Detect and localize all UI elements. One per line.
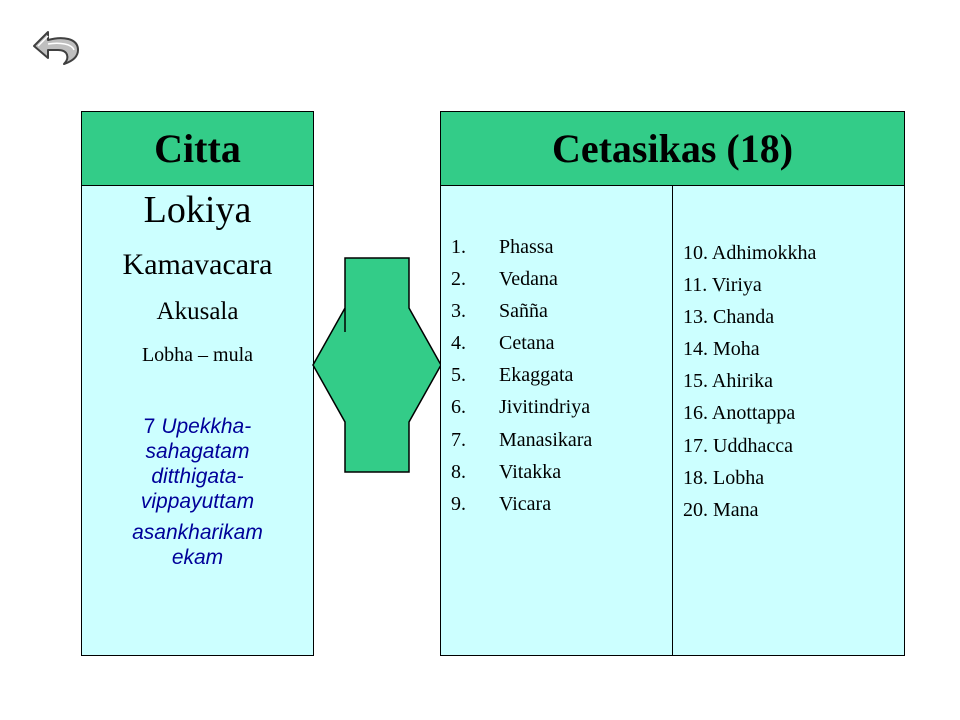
citta-panel: Lokiya Kamavacara Akusala Lobha – mula 7… <box>81 185 314 656</box>
citta-name-line2: sahagatam <box>145 440 250 463</box>
list-item: 7.Manasikara <box>451 428 593 451</box>
list-item: 6.Jivitindriya <box>451 396 591 419</box>
cetasikas-right-column: 10. Adhimokkha 11. Viriya 13. Chanda 14.… <box>672 185 905 656</box>
citta-name-line3: ditthigata- <box>151 465 244 488</box>
back-arrow-button[interactable] <box>24 22 84 68</box>
citta-number: 7 <box>143 415 156 438</box>
citta-level-lokiya: Lokiya <box>143 189 252 231</box>
citta-name-line4: vippayuttam <box>140 490 255 513</box>
cetasikas-header-label: Cetasikas (18) <box>551 126 794 171</box>
list-item: 2.Vedana <box>451 268 558 291</box>
citta-header-label: Citta <box>154 126 241 171</box>
list-item: 17. Uddhacca <box>683 434 793 457</box>
list-item: 14. Moha <box>683 338 760 361</box>
curved-back-arrow-icon <box>33 31 79 65</box>
citta-name-line5: asankharikam <box>132 521 263 544</box>
citta-level-kamavacara: Kamavacara <box>122 248 273 281</box>
cetasikas-left-column: 1.Phassa 2.Vedana 3.Sañña 4.Cetana 5.Eka… <box>440 185 673 656</box>
citta-level-akusala: Akusala <box>156 298 239 325</box>
list-item: 16. Anottappa <box>683 402 796 425</box>
cetasikas-header: Cetasikas (18) <box>440 111 905 186</box>
list-item: 20. Mana <box>683 498 759 521</box>
list-item: 9.Vicara <box>451 492 552 515</box>
citta-level-lobha-mula: Lobha – mula <box>141 344 254 366</box>
cetasikas-list-right: 10. Adhimokkha 11. Viriya 13. Chanda 14.… <box>683 237 816 526</box>
list-item: 11. Viriya <box>683 274 762 297</box>
list-item: 15. Ahirika <box>683 370 773 393</box>
citta-header: Citta <box>81 111 314 186</box>
double-arrow-icon <box>312 257 442 473</box>
citta-name-line1: Upekkha- <box>161 415 252 438</box>
list-item: 1.Phassa <box>451 236 554 258</box>
list-item: 13. Chanda <box>683 306 775 329</box>
list-item: 8.Vitakka <box>451 460 562 483</box>
cetasikas-list-left: 1.Phassa 2.Vedana 3.Sañña 4.Cetana 5.Eka… <box>451 231 592 520</box>
list-item: 3.Sañña <box>451 300 548 323</box>
list-item: 4.Cetana <box>451 332 555 355</box>
list-item: 5.Ekaggata <box>451 364 574 387</box>
list-item: 10. Adhimokkha <box>683 242 817 264</box>
list-item: 18. Lobha <box>683 466 765 489</box>
citta-name-line6: ekam <box>171 546 224 569</box>
citta-name: 7 Upekkha- sahagatam ditthigata- vippayu… <box>82 414 313 570</box>
